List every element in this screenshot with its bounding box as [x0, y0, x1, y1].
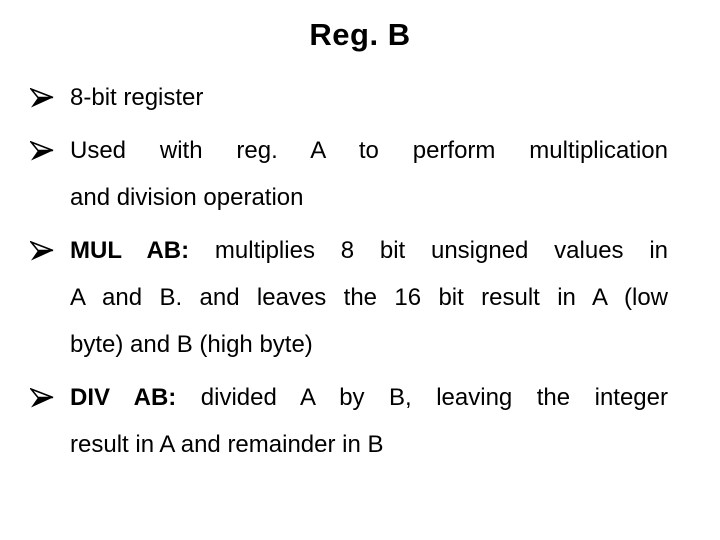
bullet-item-2: Used with reg. A to perform multiplicati… — [28, 127, 668, 221]
bullet-line: byte) and B (high byte) — [70, 331, 313, 358]
slide-title: Reg. B — [309, 17, 411, 52]
bullet-line: result in A and remainder in B — [70, 431, 384, 458]
bullet-line: 8-bit register — [70, 84, 204, 111]
arrowhead-bullet-icon — [28, 140, 54, 161]
bullet-line: A and B. and leaves the 16 bit result in… — [70, 284, 668, 311]
bullet-line: MUL AB: multiplies 8 bit unsigned values… — [70, 227, 668, 274]
instruction-label-div: DIV AB: — [70, 384, 177, 411]
bullet-line: and division operation — [70, 184, 304, 211]
slide-body: 8-bit register Used with reg. A to perfo… — [28, 74, 668, 468]
instruction-label-mul: MUL AB: — [70, 237, 190, 264]
arrowhead-bullet-icon — [28, 240, 54, 261]
bullet-item-4: DIV AB: divided A by B, leaving the inte… — [28, 374, 668, 468]
bullet-line-text: multiplies 8 bit unsigned values in — [214, 237, 669, 264]
bullet-item-1: 8-bit register — [28, 74, 668, 121]
bullet-item-3: MUL AB: multiplies 8 bit unsigned values… — [28, 227, 668, 368]
arrowhead-bullet-icon — [28, 87, 54, 108]
bullet-line: DIV AB: divided A by B, leaving the inte… — [70, 374, 668, 421]
arrowhead-bullet-icon — [28, 387, 54, 408]
bullet-line-text: divided A by B, leaving the integer — [200, 384, 668, 411]
bullet-line: Used with reg. A to perform multiplicati… — [70, 137, 668, 164]
